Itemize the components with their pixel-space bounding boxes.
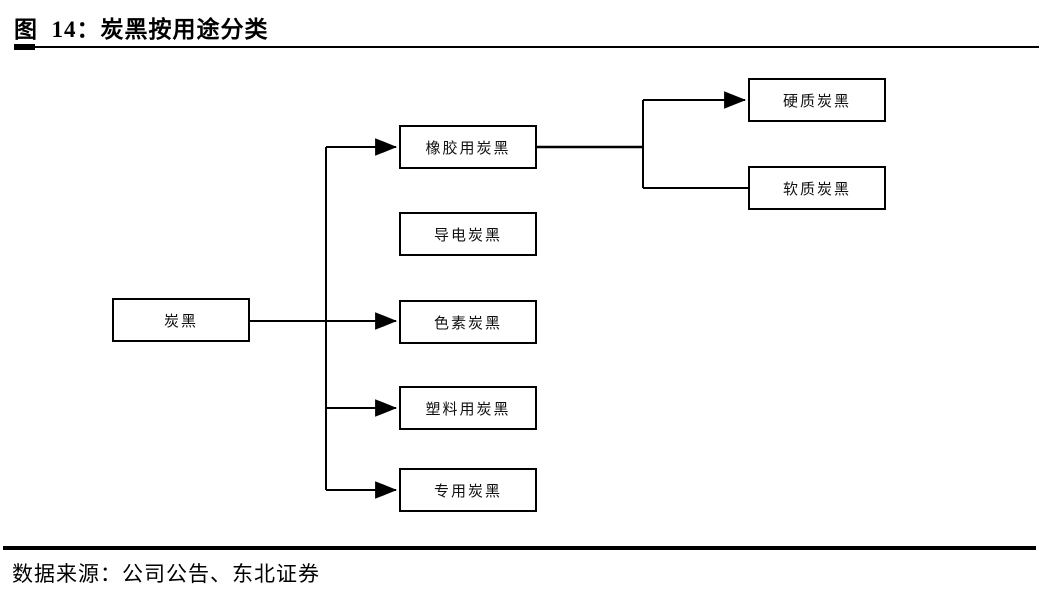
node-pigment-carbon-black: 色素炭黑 (399, 300, 537, 344)
data-source: 数据来源：公司公告、东北证券 (12, 562, 320, 586)
node-carbon-black: 炭黑 (112, 298, 250, 342)
node-plastic-carbon-black: 塑料用炭黑 (399, 386, 537, 430)
node-rubber-carbon-black: 橡胶用炭黑 (399, 125, 537, 169)
node-hard-carbon-black: 硬质炭黑 (748, 78, 886, 122)
node-special-carbon-black: 专用炭黑 (399, 468, 537, 512)
bottom-rule (3, 546, 1036, 550)
node-conductive-carbon-black: 导电炭黑 (399, 212, 537, 256)
title-rule-accent (14, 44, 35, 50)
figure-title: 图 14：炭黑按用途分类 (14, 17, 269, 42)
node-soft-carbon-black: 软质炭黑 (748, 166, 886, 210)
title-rule (14, 46, 1039, 48)
